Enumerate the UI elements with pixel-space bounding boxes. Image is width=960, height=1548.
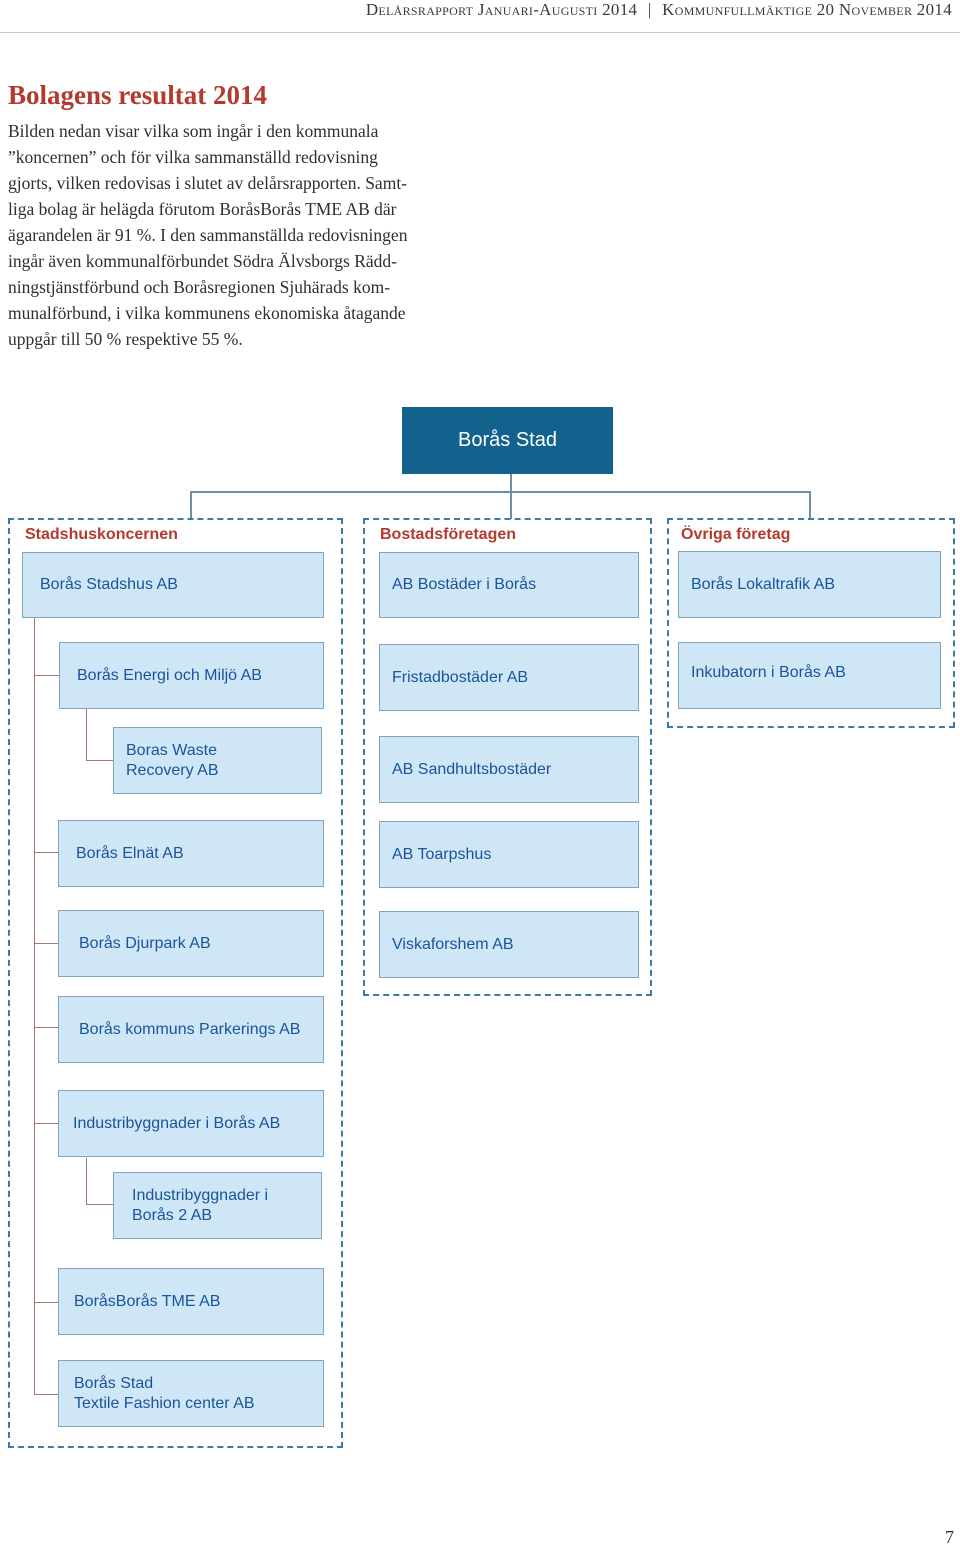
company-box-stadshus: Borås Djurpark AB	[58, 910, 324, 977]
company-box-bostad: Viskaforshem AB	[379, 911, 639, 978]
company-box-ovriga: Borås Lokaltrafik AB	[678, 551, 941, 618]
tree-line	[34, 852, 59, 853]
group-stadshuskoncernen	[8, 518, 343, 1448]
paragraph-line: ägarandelen är 91 %. I den sammanställda…	[8, 225, 408, 245]
root-node: Borås Stad	[402, 407, 613, 474]
company-box-stadshus: Borås Energi och Miljö AB	[59, 642, 324, 709]
connector-mid	[510, 491, 512, 519]
company-box-stadshus: Borås Stad Textile Fashion center AB	[58, 1360, 324, 1427]
body-paragraph: Bilden nedan visar vilka som ingår i den…	[8, 118, 453, 352]
paragraph-line: ningstjänstförbund och Boråsregionen Sju…	[8, 277, 391, 297]
header-right: Kommunfullmäktige 20 November 2014	[662, 0, 952, 19]
header-separator: |	[647, 0, 652, 19]
company-box-bostad: AB Toarpshus	[379, 821, 639, 888]
company-box-stadshus: Borås kommuns Parkerings AB	[58, 996, 324, 1063]
company-box-stadshus: Borås Stadshus AB	[22, 552, 324, 618]
group-bostadsforetagen	[363, 518, 652, 996]
group-label-bostadsforetagen: Bostadsföretagen	[380, 526, 517, 543]
company-box-stadshus: BoråsBorås TME AB	[58, 1268, 324, 1335]
paragraph-line: uppgår till 50 % respektive 55 %.	[8, 329, 243, 349]
company-box-bostad: AB Sandhultsbostäder	[379, 736, 639, 803]
paragraph-line: liga bolag är helägda förutom BoråsBorås…	[8, 199, 397, 219]
connector-root-down	[510, 474, 512, 492]
company-box-ovriga: Inkubatorn i Borås AB	[678, 642, 941, 709]
running-header: Delårsrapport Januari-Augusti 2014 | Kom…	[366, 0, 952, 18]
group-label-stadshuskoncernen: Stadshuskoncernen	[25, 526, 178, 543]
paragraph-line: Bilden nedan visar vilka som ingår i den…	[8, 121, 379, 141]
tree-line	[34, 617, 35, 1394]
tree-line	[34, 1394, 59, 1395]
company-box-stadshus: Industribyggnader i Borås 2 AB	[113, 1172, 322, 1239]
connector-right	[809, 491, 811, 519]
paragraph-line: munalförbund, i vilka kommunens ekonomis…	[8, 303, 406, 323]
tree-line	[86, 709, 87, 760]
company-box-bostad: Fristadbostäder AB	[379, 644, 639, 711]
tree-line	[34, 1123, 59, 1124]
tree-line	[34, 1027, 59, 1028]
page-number: 7	[945, 1527, 954, 1547]
header-left: Delårsrapport Januari-Augusti 2014	[365, 0, 638, 19]
paragraph-line: ”koncernen” och för vilka sammanställd r…	[8, 147, 378, 167]
paragraph-line: gjorts, vilken redovisas i slutet av del…	[8, 173, 408, 193]
company-box-stadshus: Borås Elnät AB	[58, 820, 324, 887]
tree-line	[86, 1204, 113, 1205]
tree-line	[34, 943, 59, 944]
paragraph-line: ingår även kommunalförbundet Södra Älvsb…	[8, 251, 397, 271]
connector-left	[190, 491, 192, 519]
company-box-stadshus: Industribyggnader i Borås AB	[58, 1090, 324, 1157]
company-box-stadshus: Boras Waste Recovery AB	[113, 727, 322, 794]
connector-horizontal	[190, 491, 811, 493]
group-ovriga-foretag	[667, 518, 955, 728]
tree-line	[34, 1302, 59, 1303]
section-title: Bolagens resultat 2014	[8, 80, 268, 110]
group-label-ovriga-foretag: Övriga företag	[681, 526, 791, 543]
tree-line	[86, 760, 113, 761]
company-box-bostad: AB Bostäder i Borås	[379, 552, 639, 618]
tree-line	[34, 675, 59, 676]
header-divider	[0, 32, 960, 33]
tree-line	[86, 1158, 87, 1204]
